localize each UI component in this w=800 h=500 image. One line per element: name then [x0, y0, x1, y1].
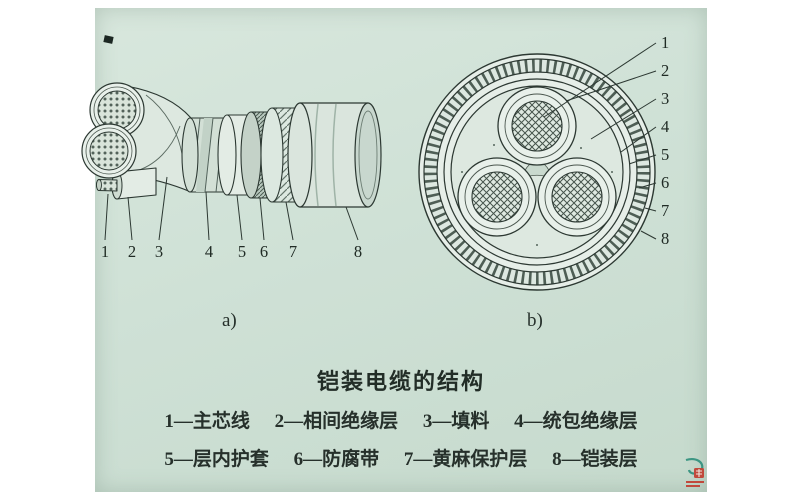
callout-b-2: 2 [661, 61, 669, 80]
diagram-a-leaders [104, 176, 359, 241]
leader-line [285, 201, 294, 241]
callout-b-5: 5 [661, 145, 669, 164]
callout-a-2: 2 [128, 242, 136, 261]
callout-a-1: 1 [101, 242, 109, 261]
diagram-a-cutaway [81, 82, 382, 208]
bare-conductor-tip [96, 179, 102, 191]
callout-a-6: 6 [260, 242, 268, 261]
stranded-core-end [81, 123, 137, 179]
legend-item-4: 4—统包绝缘层 [514, 411, 638, 432]
lay-line [145, 94, 183, 155]
leader-line [620, 126, 657, 153]
callout-b-8: 8 [661, 229, 669, 248]
leader-line [565, 70, 657, 102]
leader-line [543, 42, 657, 118]
legend-item-5: 5—层内护套 [164, 449, 269, 470]
leader-line [638, 182, 657, 189]
callout-a-4: 4 [205, 242, 213, 261]
diagram-b-cross-section [418, 53, 656, 291]
diagram-a-numbers: 1 2 3 4 5 6 7 8 [101, 242, 362, 261]
ring-inner-sheath [443, 78, 631, 266]
leader-line [259, 197, 265, 241]
core-bottom-left [457, 157, 537, 237]
leader-line [127, 196, 133, 241]
leader-line [345, 206, 359, 241]
legend-item-7: 7—黄麻保护层 [403, 449, 528, 470]
layer-armor [287, 102, 382, 208]
diagram-b-leaders [543, 42, 657, 240]
legend-row-1: 1—主芯线 2—相间绝缘层 3—填料 4—统包绝缘层 [95, 406, 707, 433]
leader-line [590, 98, 657, 140]
leader-line [644, 207, 657, 212]
ring-tape [436, 71, 638, 273]
callout-a-3: 3 [155, 242, 163, 261]
core-top [497, 86, 577, 166]
callout-b-1: 1 [661, 33, 669, 52]
diagram-b-numbers: 1 2 3 4 5 6 7 8 [661, 33, 669, 248]
callout-a-5: 5 [238, 242, 246, 261]
legend-row-2: 5—层内护套 6—防腐带 7—黄麻保护层 8—铠装层 [95, 444, 707, 471]
legend-item-6: 6—防腐带 [293, 449, 380, 470]
leader-line [205, 191, 210, 241]
core-bottom-right [537, 157, 617, 237]
leader-line [640, 230, 657, 240]
legend-item-8: 8—铠装层 [552, 449, 638, 470]
filler-speckles [461, 144, 613, 246]
watermark-logo [685, 458, 704, 487]
leader-line [628, 154, 657, 165]
leader-line [158, 176, 168, 241]
leader-line [236, 194, 243, 241]
callout-b-4: 4 [661, 117, 669, 136]
callout-a-7: 7 [289, 242, 297, 261]
legend-item-3: 3—填料 [422, 411, 490, 432]
legend-item-2: 2—相间绝缘层 [274, 411, 399, 432]
armor-ring-hatch [424, 59, 650, 285]
callout-b-6: 6 [661, 173, 669, 192]
figure-title: 铠装电缆的结构 [316, 369, 485, 394]
leader-line [104, 193, 109, 241]
panel-b-label: b) [527, 310, 543, 331]
ring-jute [423, 58, 651, 286]
panel-a-label: a) [222, 310, 237, 331]
callout-a-8: 8 [354, 242, 362, 261]
legend-item-1: 1—主芯线 [164, 411, 250, 432]
callout-b-7: 7 [661, 201, 669, 220]
callout-b-3: 3 [661, 89, 669, 108]
